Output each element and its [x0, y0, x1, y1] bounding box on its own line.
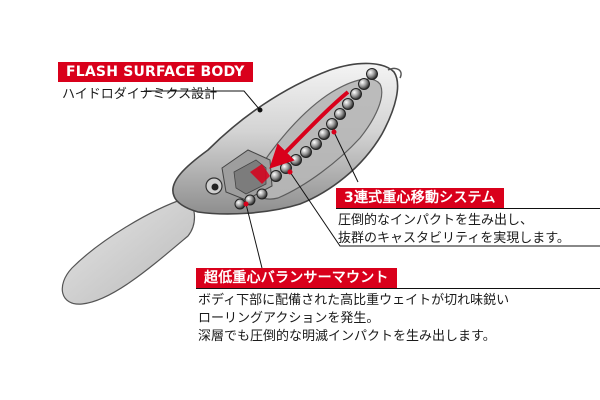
weight-ball [256, 188, 268, 200]
leader-balancer [245, 203, 263, 269]
flash-surface-body-desc: ハイドロダイナミクス設計 [62, 87, 218, 102]
leader-lines [144, 90, 600, 269]
weight-system-line2: 抜群のキャスタビリティを実現します。 [338, 231, 570, 246]
diving-lip [61, 197, 196, 305]
weight-system-title: 3連式重心移動システム [336, 188, 504, 208]
weight-ball [326, 118, 338, 130]
leader-system-b [333, 131, 359, 183]
flash-surface-body-title: FLASH SURFACE BODY [58, 62, 253, 82]
weight-ball [310, 138, 322, 150]
weight-ball [270, 170, 282, 182]
balancer-mount-title: 超低重心バランサーマウント [196, 268, 397, 288]
balancer-mount-line1: ボディ下部に配備された高比重ウェイトが切れ味鋭い [198, 293, 510, 308]
balancer-mount-line2: ローリングアクションを発生。 [198, 311, 380, 326]
weight-ball [350, 88, 362, 100]
weight-ball [334, 108, 346, 120]
weight-system-line1: 圧倒的なインパクトを生み出し、 [338, 213, 534, 228]
weight-ball [300, 146, 312, 158]
weight-ball [290, 154, 302, 166]
weight-transfer-arrow [269, 90, 350, 169]
balancer-mount-line3: 深層でも圧倒的な明滅インパクトを生み出します。 [198, 329, 496, 344]
tail-tie [387, 67, 402, 79]
weight-ball [358, 78, 370, 90]
weight-ball [318, 128, 330, 140]
balancer-mount-rule [196, 288, 600, 289]
weight-system-rule [336, 208, 600, 209]
leader-body [144, 90, 261, 111]
weight-ball [342, 98, 354, 110]
impact-burst [250, 164, 270, 184]
leader-system [289, 171, 600, 247]
weight-ball [366, 68, 378, 80]
